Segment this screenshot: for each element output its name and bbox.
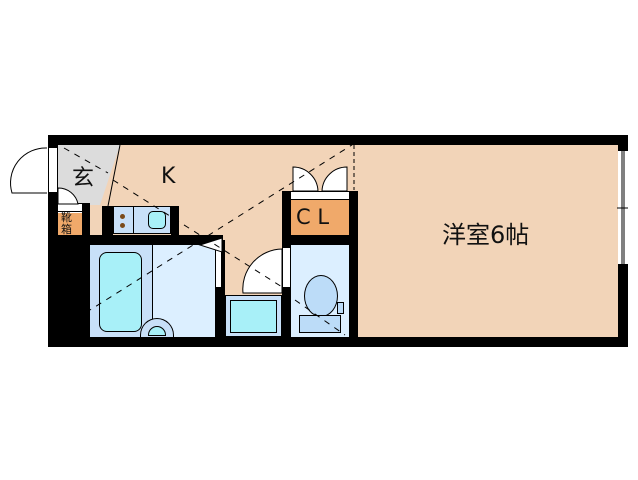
stove-divider [133, 206, 134, 234]
western-room-floor[interactable] [358, 145, 618, 337]
wall-bottom [48, 337, 628, 347]
shoe-box-label-1: 靴 [61, 211, 72, 224]
western-room-label: 洋室6帖 [442, 221, 530, 249]
closet-label: C L [296, 205, 330, 229]
wall-left-upper [48, 135, 58, 147]
wall-right-lower [618, 265, 628, 347]
wall-closet-right [349, 191, 358, 347]
wall-right-upper [618, 135, 628, 150]
shoe-box [58, 213, 82, 235]
bath-door-opening [215, 245, 221, 287]
wall-kitchen-left [102, 206, 113, 236]
toilet-button-icon [337, 302, 344, 314]
wall-bath-right [215, 240, 225, 347]
wall-left-thick [48, 235, 90, 347]
wall-kitchen-counter-right [171, 206, 179, 236]
entrance-door[interactable] [48, 147, 58, 193]
wall-closet-top-left [282, 191, 291, 201]
wall-closet-bottom [282, 235, 358, 245]
closet-door-track [291, 191, 349, 200]
closet[interactable] [291, 200, 349, 235]
kitchen-label: K [161, 164, 176, 189]
burner-icon [120, 214, 125, 219]
wall-washer-right [282, 288, 291, 347]
burner-icon [120, 223, 125, 228]
bathtub-icon [99, 252, 142, 332]
wall-closet-left [282, 191, 291, 247]
washer-pan-icon [230, 300, 277, 333]
toilet-bowl-icon [304, 275, 338, 317]
shoe-box-label-2: 箱 [61, 223, 72, 236]
genkan-label: 玄 [72, 166, 95, 191]
wall-bath-top [58, 235, 223, 245]
wall-shoebox-side [82, 203, 90, 237]
entry-gap-floor [90, 205, 102, 235]
toilet-tank-icon [299, 315, 341, 333]
sink-icon [148, 211, 166, 229]
wall-top [48, 135, 628, 145]
